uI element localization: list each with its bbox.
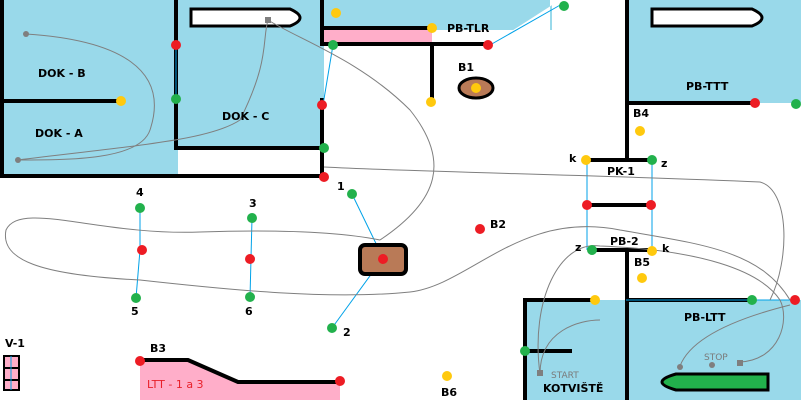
buoy-yellow <box>426 97 436 107</box>
buoy-yellow <box>427 23 437 33</box>
buoy-yellow <box>637 273 647 283</box>
start-marker <box>537 370 543 376</box>
b2-label: B2 <box>490 218 507 231</box>
buoy-red <box>582 200 592 210</box>
pb-tlr-water <box>322 0 552 30</box>
ltt-block <box>140 360 340 400</box>
dok-a-label: DOK - A <box>35 127 83 140</box>
buoy-yellow <box>635 126 645 136</box>
buoy-green <box>747 295 757 305</box>
walls <box>0 0 757 400</box>
dok-b-label: DOK - B <box>38 67 86 80</box>
boat-pb-ttt <box>650 7 764 28</box>
stop-dot-1 <box>677 364 683 370</box>
marker-2-label: 2 <box>343 326 351 339</box>
pb-ltt-label: PB-LTT <box>684 311 726 324</box>
dok-c-marker <box>265 17 271 23</box>
buoy-red <box>245 254 255 264</box>
start-label: START <box>551 371 579 381</box>
buoy-green <box>647 155 657 165</box>
buoy-green <box>520 346 530 356</box>
dok-b-marker <box>23 31 29 37</box>
z-bottom-label: z <box>575 241 582 254</box>
buoy-green <box>559 1 569 11</box>
buoy-yellow <box>331 8 341 18</box>
buoy-yellow <box>647 246 657 256</box>
stop-dot-2 <box>709 362 715 368</box>
buoy-yellow <box>116 96 126 106</box>
buoy-red <box>319 172 329 182</box>
pb-tlr-label: PB-TLR <box>447 22 490 35</box>
buoy-green <box>587 245 597 255</box>
pb-2-label: PB-2 <box>610 235 639 248</box>
buoy-green <box>328 40 338 50</box>
dok-a-marker <box>15 157 21 163</box>
stop-label: STOP <box>704 353 728 363</box>
red-buoys <box>135 40 800 386</box>
k-bottom-label: k <box>662 242 670 255</box>
buoy-red <box>317 100 327 110</box>
buoy-green <box>327 323 337 333</box>
buoy-red <box>750 98 760 108</box>
marker-6-label: 6 <box>245 305 253 318</box>
pk-1-label: PK-1 <box>607 165 635 178</box>
marker-4-label: 4 <box>136 186 144 199</box>
buoy-red <box>483 40 493 50</box>
buoy-yellow <box>581 155 591 165</box>
buoy-green <box>347 189 357 199</box>
buoy-yellow <box>590 295 600 305</box>
buoy-green <box>319 143 329 153</box>
buoy-green <box>791 99 801 109</box>
buoy-red <box>378 254 388 264</box>
buoy-red <box>137 245 147 255</box>
b6-label: B6 <box>441 386 458 399</box>
buoy-red <box>135 356 145 366</box>
pb-tlr-shore <box>430 0 560 45</box>
buoy-green <box>135 203 145 213</box>
buoy-red <box>171 40 181 50</box>
buoy-green <box>171 94 181 104</box>
marker-5-label: 5 <box>131 305 139 318</box>
pb-tlr-diagonal <box>489 3 563 46</box>
boat-pb-ltt <box>660 372 770 392</box>
buoy-yellow <box>442 371 452 381</box>
buoy-yellow <box>471 83 481 93</box>
buoy-red <box>475 224 485 234</box>
marker-3-label: 3 <box>249 197 257 210</box>
buoy-red <box>335 376 345 386</box>
b5-label: B5 <box>634 256 651 269</box>
b1-label: B1 <box>458 61 475 74</box>
pb-tlr-pier <box>324 28 432 43</box>
dok-a-b-water <box>0 0 178 178</box>
boat-dok-c <box>189 7 302 28</box>
v-1-icon <box>3 355 20 391</box>
stop-marker <box>737 360 743 366</box>
yellow-buoys <box>116 8 657 381</box>
dok-c-label: DOK - C <box>222 110 270 123</box>
b4-label: B4 <box>633 107 650 120</box>
buoy-green <box>131 293 141 303</box>
ltt-label: LTT - 1 a 3 <box>147 378 204 391</box>
buoy-green <box>247 213 257 223</box>
k-top-label: k <box>569 152 577 165</box>
boats <box>189 7 770 392</box>
buoy-red <box>790 295 800 305</box>
green-buoys <box>131 1 801 356</box>
buoy-red <box>646 200 656 210</box>
kotviste-label: KOTVIŠTĚ <box>543 382 604 395</box>
route-paths <box>4 19 791 375</box>
pb-ttt-label: PB-TTT <box>686 80 729 93</box>
b3-label: B3 <box>150 342 167 355</box>
z-top-label: z <box>661 157 668 170</box>
buoy-green <box>245 292 255 302</box>
v-1-label: V-1 <box>5 337 25 350</box>
marker-1-label: 1 <box>337 180 345 193</box>
